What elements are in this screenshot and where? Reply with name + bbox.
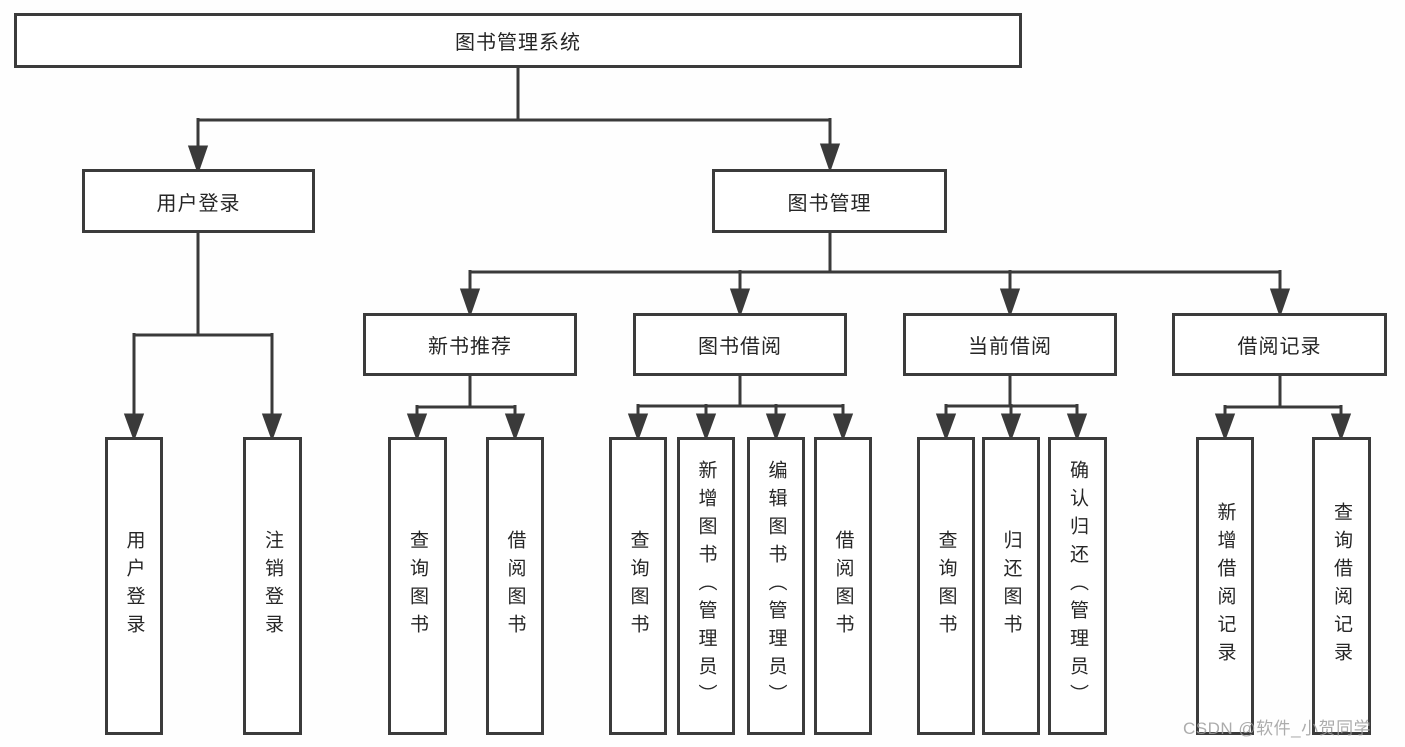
leaf-borrow-edit-admin: 编辑图书（管理员）: [747, 437, 805, 735]
leaf-borrow-query-label: 查询图书: [627, 530, 649, 642]
leaf-borrow-add-admin-label: 新增图书（管理员）: [695, 460, 717, 712]
node-new-book-recommend: 新书推荐: [363, 313, 577, 376]
leaf-newbook-borrow: 借阅图书: [486, 437, 544, 735]
leaf-query-borrow-record-label: 查询借阅记录: [1331, 502, 1352, 670]
leaf-add-borrow-record-label: 新增借阅记录: [1214, 502, 1236, 670]
leaf-query-borrow-record: 查询借阅记录: [1312, 437, 1371, 735]
node-book-borrow-label: 图书借阅: [698, 336, 782, 358]
leaf-borrow-query: 查询图书: [609, 437, 667, 735]
leaf-user-login: 用户登录: [105, 437, 163, 735]
leaf-return-book: 归还图书: [982, 437, 1040, 735]
leaf-borrow-add-admin: 新增图书（管理员）: [677, 437, 735, 735]
csdn-watermark: CSDN @软件_小贺同学: [1183, 719, 1372, 738]
node-current-borrow-label: 当前借阅: [968, 336, 1052, 358]
leaf-confirm-return-admin-label: 确认归还（管理员）: [1067, 460, 1088, 712]
connector-newbook-to-leaves: [406, 376, 526, 442]
leaf-current-query-label: 查询图书: [935, 530, 957, 642]
connector-borrow-to-leaves: [627, 376, 854, 442]
connector-current-to-leaves: [935, 376, 1088, 442]
leaf-borrow-edit-admin-label: 编辑图书（管理员）: [765, 460, 787, 712]
leaf-return-book-label: 归还图书: [1000, 530, 1022, 642]
connector-root-to-level1: [187, 68, 841, 175]
leaf-add-borrow-record: 新增借阅记录: [1196, 437, 1254, 735]
node-book-borrow: 图书借阅: [633, 313, 847, 376]
node-borrow-record-label: 借阅记录: [1237, 336, 1322, 358]
leaf-borrow-book: 借阅图书: [814, 437, 872, 735]
leaf-logout-label: 注销登录: [262, 530, 283, 642]
leaf-newbook-borrow-label: 借阅图书: [504, 530, 526, 642]
connector-record-to-leaves: [1214, 376, 1352, 442]
node-root-system: 图书管理系统: [14, 13, 1022, 68]
node-current-borrow: 当前借阅: [903, 313, 1117, 376]
leaf-newbook-query: 查询图书: [388, 437, 447, 735]
node-user-login: 用户登录: [82, 169, 315, 233]
leaf-logout: 注销登录: [243, 437, 302, 735]
node-book-management: 图书管理: [712, 169, 947, 233]
leaf-newbook-query-label: 查询图书: [407, 530, 428, 642]
connector-bookmgmt-to-level2: [459, 233, 1291, 318]
node-book-management-label: 图书管理: [787, 192, 872, 215]
leaf-confirm-return-admin: 确认归还（管理员）: [1048, 437, 1107, 735]
connector-userlogin-to-leaves: [123, 233, 283, 442]
node-borrow-record: 借阅记录: [1172, 313, 1387, 376]
leaf-current-query: 查询图书: [917, 437, 975, 735]
node-user-login-label: 用户登录: [156, 192, 241, 215]
leaf-borrow-book-label: 借阅图书: [832, 530, 854, 642]
node-root-label: 图书管理系统: [455, 32, 581, 54]
node-new-book-recommend-label: 新书推荐: [428, 336, 512, 358]
leaf-user-login-label: 用户登录: [123, 530, 145, 642]
